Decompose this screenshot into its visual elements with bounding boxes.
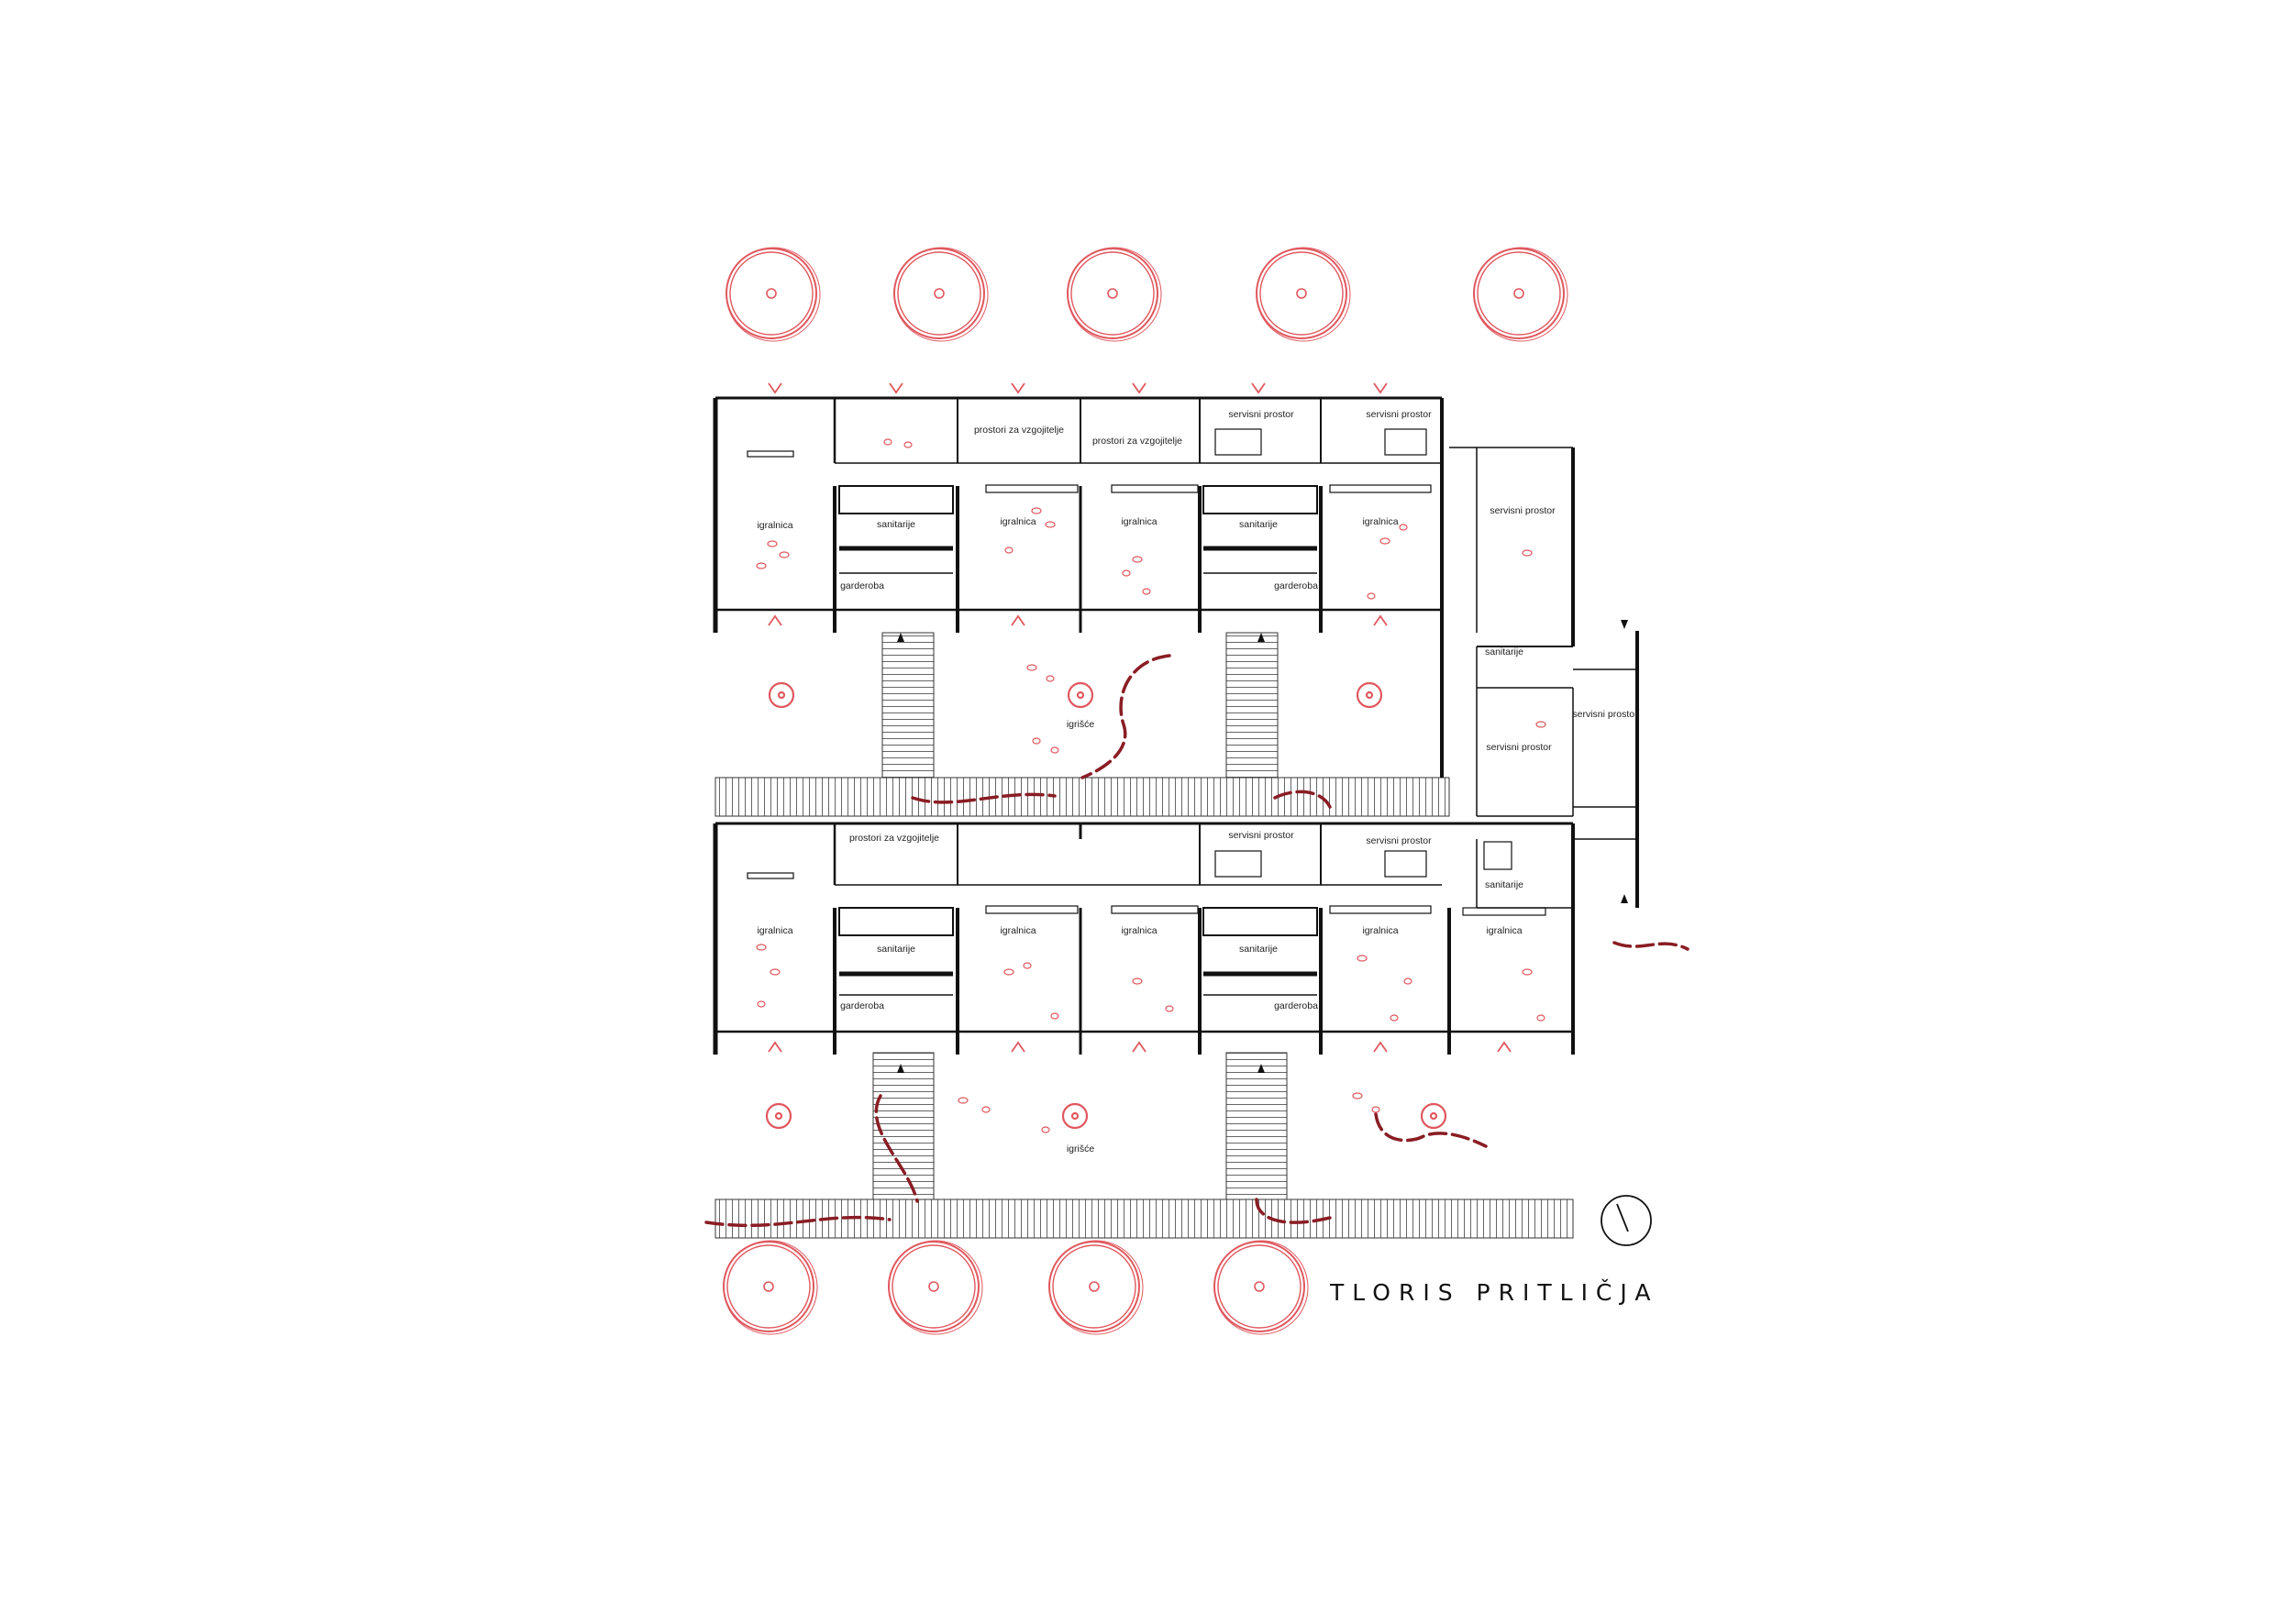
tree-canopy-icon bbox=[1213, 1240, 1309, 1335]
label-servisni-prostor: servisni prostor bbox=[1228, 409, 1294, 420]
deck-path-4 bbox=[1225, 1052, 1288, 1200]
view-chevron-icon bbox=[1373, 1041, 1388, 1053]
label-servisni-prostor: servisni prostor bbox=[1366, 409, 1432, 420]
label-garderoba: garderoba bbox=[840, 580, 884, 591]
small-tree-icon bbox=[1420, 1102, 1447, 1130]
play-doodles bbox=[756, 438, 1546, 1133]
tree-canopy-icon bbox=[1473, 247, 1568, 342]
label-igralnica: igralnica bbox=[757, 520, 792, 531]
view-chevron-icon bbox=[1251, 382, 1266, 394]
entrance-arrows bbox=[897, 620, 1628, 1073]
label-prostori-za-vzgojitelje: prostori za vzgojitelje bbox=[974, 425, 1064, 436]
small-tree-icon bbox=[768, 681, 795, 709]
label-igralnica: igralnica bbox=[1486, 925, 1522, 936]
view-chevron-icon bbox=[1497, 1041, 1512, 1053]
label-servisni-prostor: servisni prostor bbox=[1572, 709, 1638, 720]
view-chevron-icon bbox=[768, 614, 782, 626]
entrance-arrow-icon bbox=[897, 633, 904, 642]
plan-title: TLORIS PRITLIČJA bbox=[1329, 1278, 1658, 1306]
entrance-arrow-icon bbox=[1257, 633, 1265, 642]
label-igrisce: igrišće bbox=[1067, 719, 1095, 730]
label-garderoba: garderoba bbox=[1274, 1000, 1318, 1011]
tree-canopy-icon bbox=[726, 247, 821, 342]
deck-path-1 bbox=[881, 632, 935, 779]
label-igralnica: igralnica bbox=[1121, 516, 1157, 527]
tree-canopy-icon bbox=[893, 247, 989, 342]
label-sanitarije: sanitarije bbox=[1239, 944, 1278, 955]
entrance-arrow-icon bbox=[1621, 894, 1628, 903]
label-sanitarije: sanitarije bbox=[1485, 646, 1523, 657]
tree-canopy-icon bbox=[723, 1240, 818, 1335]
tree-canopy-icon bbox=[1256, 247, 1351, 342]
view-chevron-icon bbox=[768, 1041, 782, 1053]
label-igralnica: igralnica bbox=[757, 925, 792, 936]
label-igrisce: igrišće bbox=[1067, 1143, 1095, 1154]
view-chevron-icon bbox=[889, 382, 903, 394]
entrance-arrow-icon bbox=[1621, 620, 1628, 629]
label-servisni-prostor: servisni prostor bbox=[1228, 830, 1294, 841]
small-tree-icon bbox=[1067, 681, 1094, 709]
view-chevron-icon bbox=[1011, 1041, 1025, 1053]
label-servisni-prostor: servisni prostor bbox=[1486, 742, 1552, 753]
view-chevron-icon bbox=[1132, 1041, 1146, 1053]
view-chevron-icon bbox=[1011, 614, 1025, 626]
entrance-arrow-icon bbox=[897, 1064, 904, 1073]
deck-path-3 bbox=[872, 1052, 935, 1200]
north-arrow-icon bbox=[1601, 1195, 1652, 1246]
label-igralnica: igralnica bbox=[1121, 925, 1157, 936]
walls bbox=[713, 396, 1639, 1055]
walking-paths bbox=[704, 654, 1689, 1228]
label-prostori-za-vzgojitelje: prostori za vzgojitelje bbox=[1092, 436, 1182, 447]
label-garderoba: garderoba bbox=[1274, 580, 1318, 591]
label-sanitarije: sanitarije bbox=[1485, 879, 1523, 890]
deck-middle bbox=[714, 777, 1450, 817]
small-tree-icon bbox=[1061, 1102, 1089, 1130]
label-sanitarije: sanitarije bbox=[1239, 519, 1278, 530]
label-prostori-za-vzgojitelje: prostori za vzgojitelje bbox=[849, 833, 939, 844]
small-tree-icon bbox=[1356, 681, 1383, 709]
small-tree-icon bbox=[765, 1102, 792, 1130]
view-chevrons bbox=[768, 382, 1512, 1053]
label-servisni-prostor: servisni prostor bbox=[1366, 835, 1432, 846]
label-servisni-prostor: servisni prostor bbox=[1490, 505, 1556, 516]
label-igralnica: igralnica bbox=[1000, 516, 1036, 527]
label-garderoba: garderoba bbox=[840, 1000, 884, 1011]
trees bbox=[723, 247, 1568, 1335]
label-igralnica: igralnica bbox=[1362, 516, 1398, 527]
view-chevron-icon bbox=[1373, 614, 1388, 626]
view-chevron-icon bbox=[1011, 382, 1025, 394]
view-chevron-icon bbox=[1132, 382, 1146, 394]
room-labels: igralnica igralnica igralnica igralnica … bbox=[757, 409, 1638, 1154]
tree-canopy-icon bbox=[1067, 247, 1162, 342]
tree-canopy-icon bbox=[1048, 1240, 1144, 1335]
tree-canopy-icon bbox=[888, 1240, 983, 1335]
label-igralnica: igralnica bbox=[1362, 925, 1398, 936]
label-sanitarije: sanitarije bbox=[877, 519, 915, 530]
label-sanitarije: sanitarije bbox=[877, 944, 915, 955]
fixtures bbox=[747, 428, 1546, 916]
entrance-arrow-icon bbox=[1257, 1064, 1265, 1073]
view-chevron-icon bbox=[1373, 382, 1388, 394]
deck-path-2 bbox=[1225, 632, 1279, 779]
label-igralnica: igralnica bbox=[1000, 925, 1036, 936]
view-chevron-icon bbox=[768, 382, 782, 394]
